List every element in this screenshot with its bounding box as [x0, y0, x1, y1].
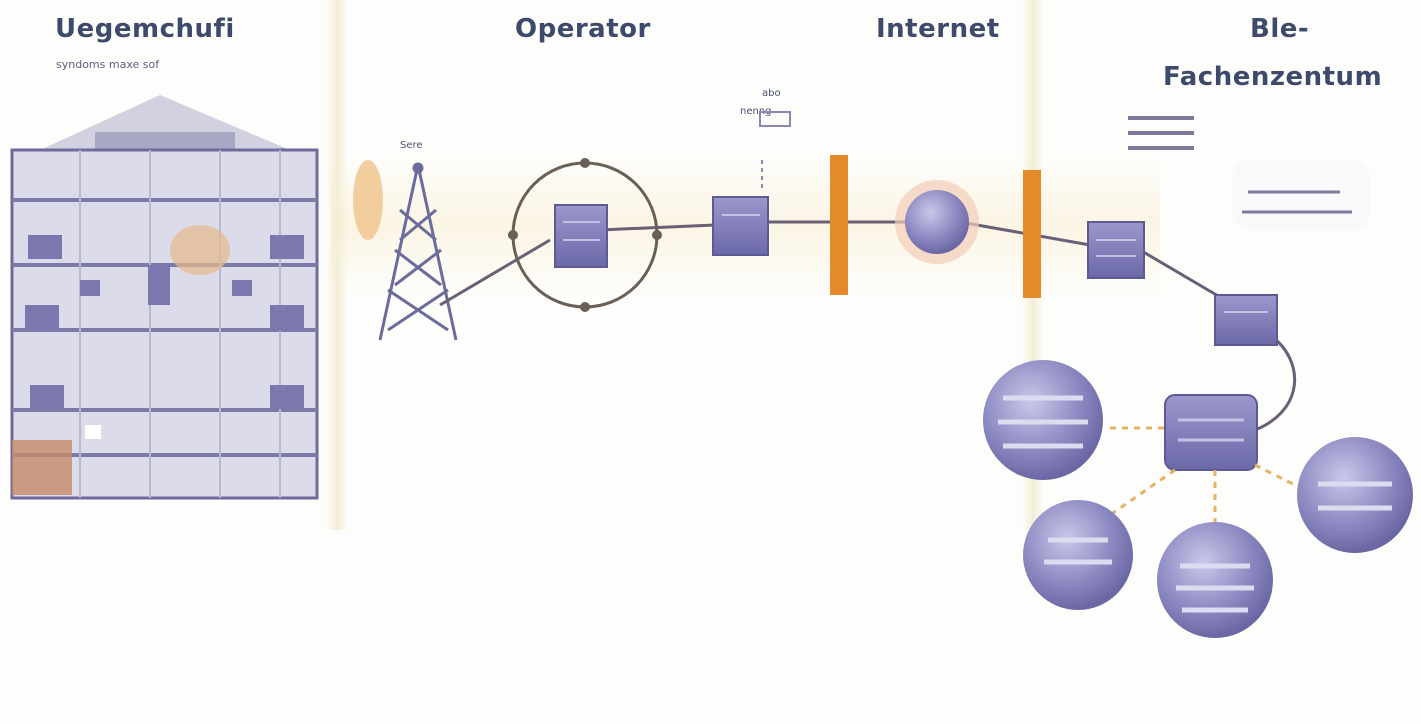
section-subtitle-building: syndoms maxe sof — [56, 58, 160, 71]
tower-label: Sere — [400, 140, 423, 151]
building-illustration — [10, 95, 319, 500]
firewall-icon-2 — [1023, 170, 1041, 298]
signal-icon — [353, 160, 383, 240]
cell-tower-icon — [378, 162, 458, 341]
router-icon — [712, 111, 791, 256]
section-divider-1 — [326, 0, 348, 530]
section-title-datacenter-line2: Fachenzentum — [1163, 62, 1383, 92]
storage-hub-icon — [1164, 394, 1258, 471]
internet-globe-icon — [895, 180, 979, 264]
cluster-links — [1109, 426, 1306, 530]
cluster-node-icon — [1297, 437, 1413, 553]
note-icon — [1232, 160, 1370, 230]
operator-ring — [508, 158, 662, 312]
cluster-node-icon — [1023, 500, 1133, 610]
gateway-server-icon — [1087, 221, 1145, 279]
cluster-node-icon — [983, 360, 1103, 480]
section-title-operator: Operator — [515, 14, 651, 44]
cloud-device-label-2: nenng — [740, 106, 772, 117]
rack-legend-icon — [1128, 116, 1194, 150]
operator-server-icon — [554, 204, 608, 268]
firewall-icon — [830, 155, 848, 295]
section-title-building: Uegemchufi — [55, 14, 235, 44]
cluster-node-icon — [1157, 522, 1273, 638]
datacenter-switch-icon — [1214, 294, 1278, 346]
cloud-device-label: abo — [762, 88, 781, 99]
section-title-datacenter-line1: Ble- — [1250, 14, 1310, 44]
section-title-internet: Internet — [876, 14, 1000, 44]
